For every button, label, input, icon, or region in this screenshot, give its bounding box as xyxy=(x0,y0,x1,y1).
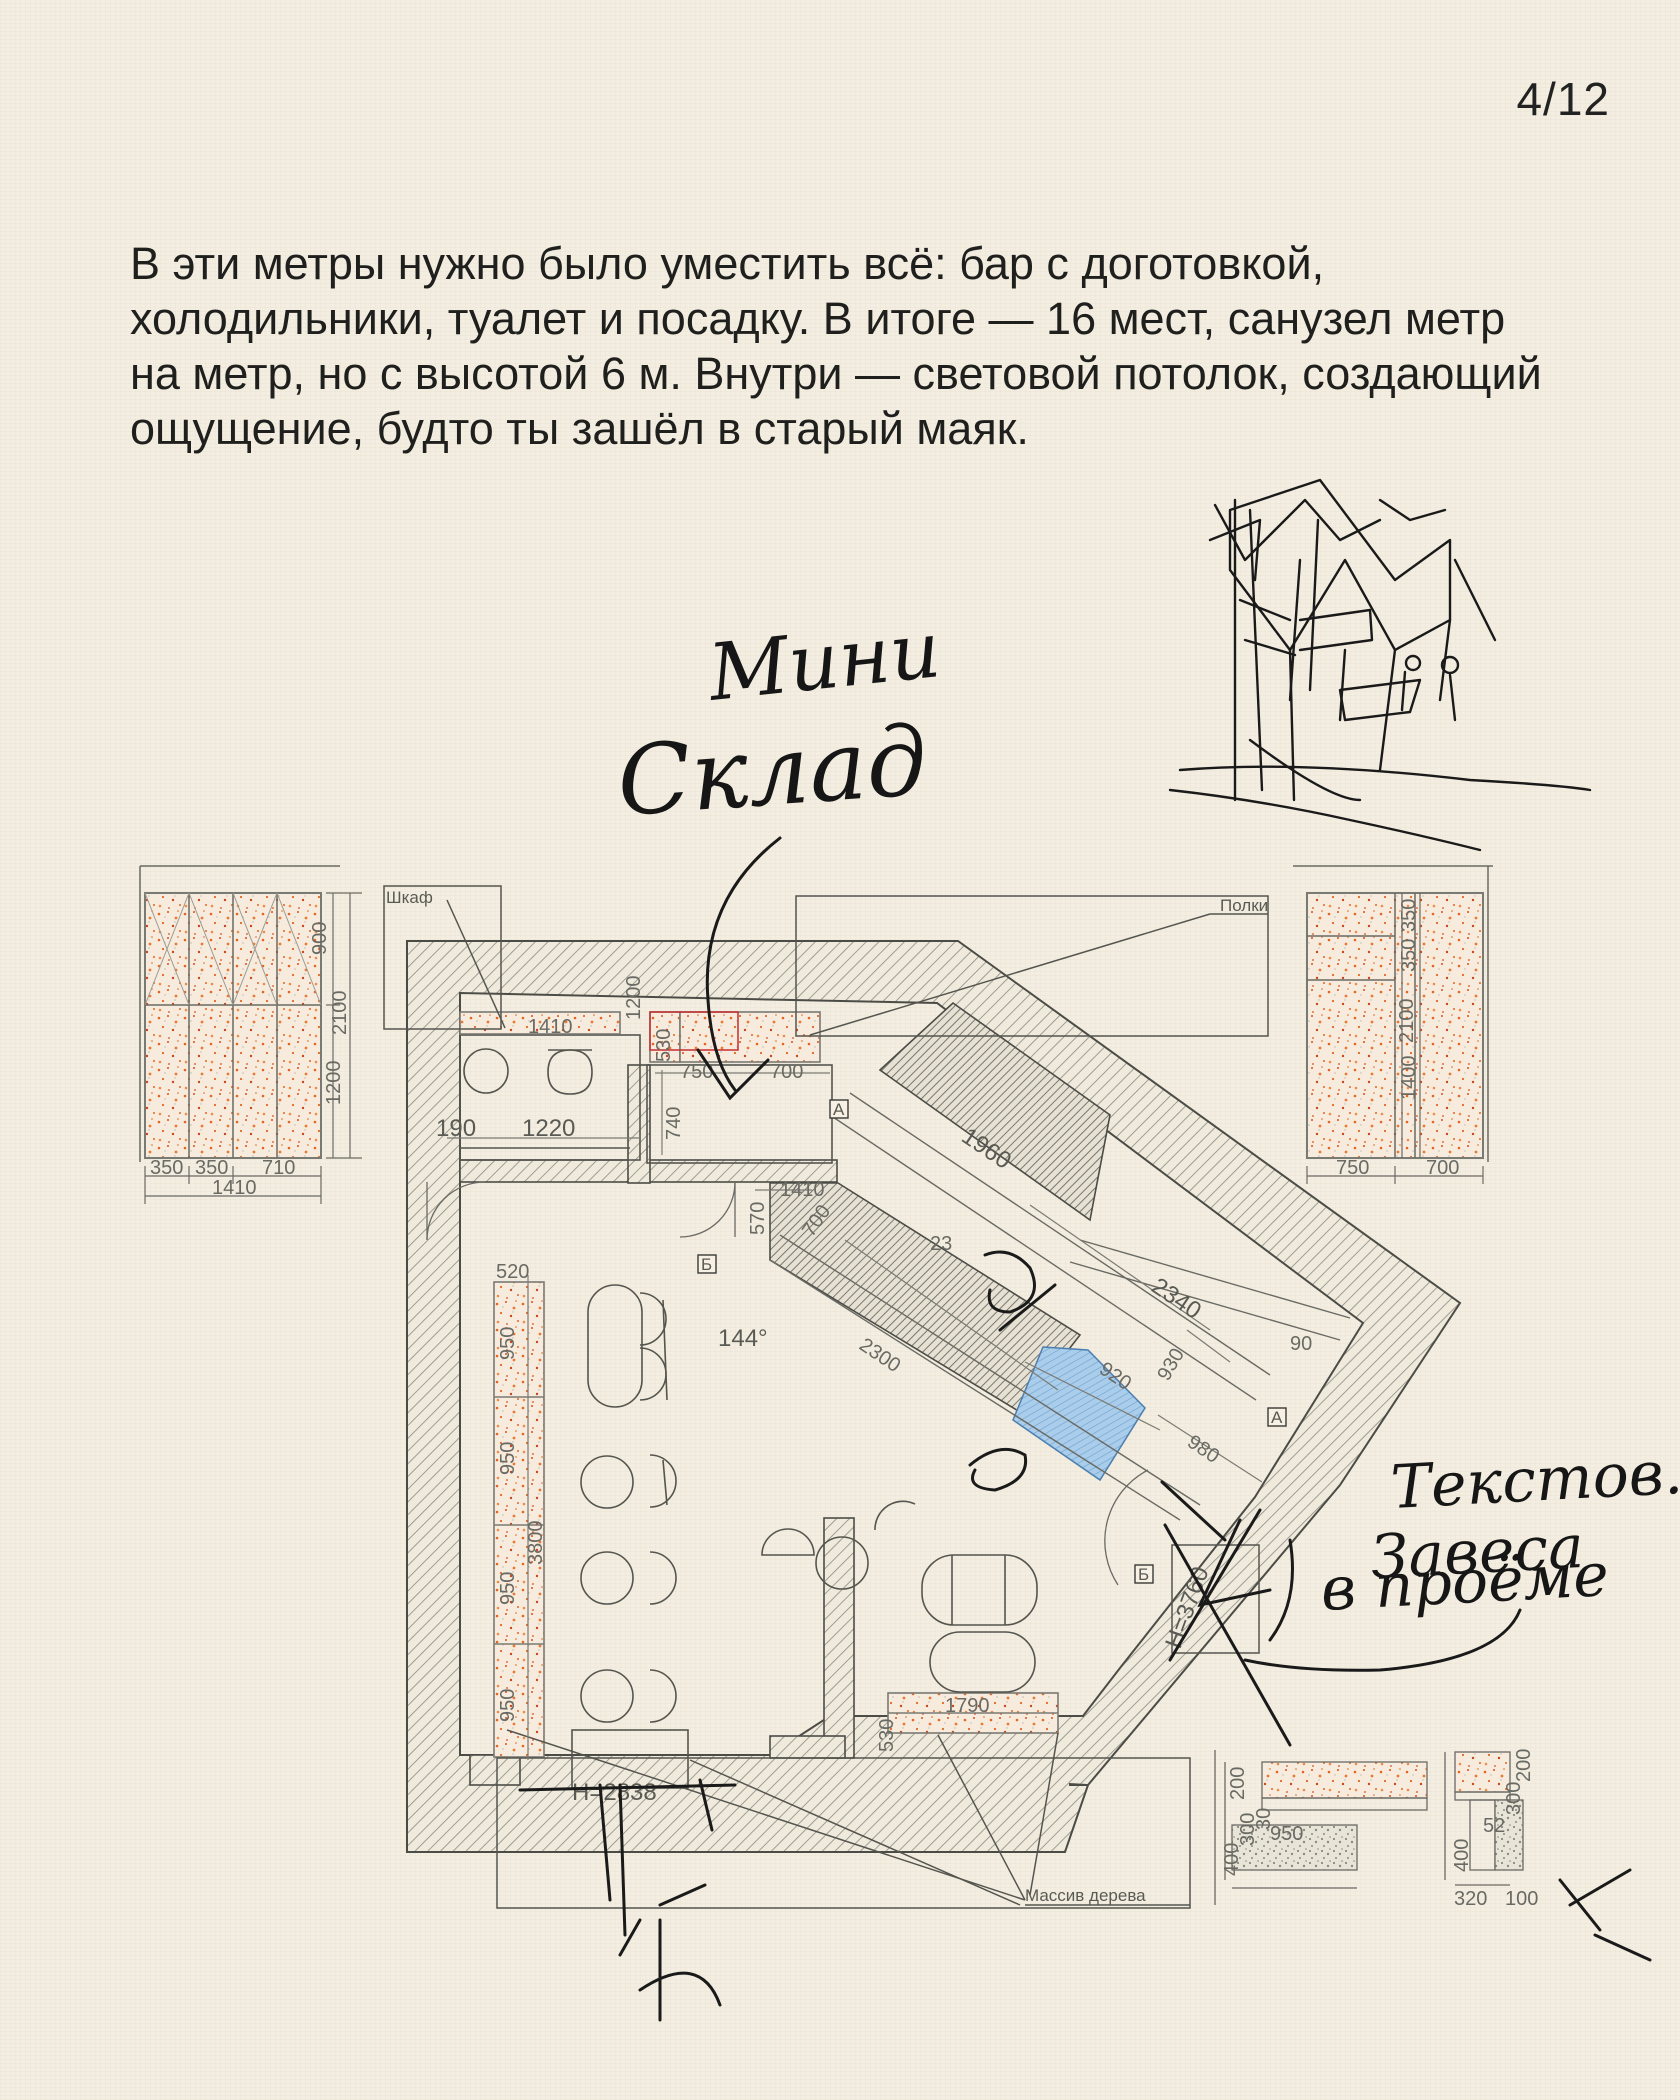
dim-left-350-a: 350 xyxy=(150,1157,183,1179)
seating-left xyxy=(580,1284,677,1723)
section-b-300: 300 xyxy=(1503,1782,1525,1815)
callouts xyxy=(383,885,1269,1909)
intro-paragraph: В эти метры нужно было уместить всё: бар… xyxy=(130,238,1542,454)
note-textile: Текстов. xyxy=(1389,1438,1680,1523)
cabinet-label: Шкаф xyxy=(386,888,433,907)
section-b-320: 320 xyxy=(1454,1888,1487,1910)
section-marker-labels: А Б Б А xyxy=(701,1100,1283,1584)
dim-left-1410: 1410 xyxy=(212,1177,257,1199)
dim-980: 980 xyxy=(1183,1431,1223,1468)
section-b-52: 52 xyxy=(1483,1815,1505,1837)
dim-right-750: 750 xyxy=(1336,1157,1369,1179)
dim-1410-corridor: 1410 xyxy=(780,1179,825,1201)
marker-b-left: Б xyxy=(701,1255,712,1274)
dim-1220: 1220 xyxy=(522,1115,575,1142)
height-left-label: H=2838 xyxy=(572,1779,657,1806)
marker-a-right: А xyxy=(1271,1408,1283,1427)
pencil-sketch-lighthouse xyxy=(1168,478,1592,852)
section-b-100: 100 xyxy=(1505,1888,1538,1910)
dim-740: 740 xyxy=(663,1107,685,1140)
dim-530-top: 530 xyxy=(653,1029,675,1062)
note-sklad: Склад xyxy=(614,705,931,838)
note-in-opening: в проёме xyxy=(1319,1540,1610,1625)
elevation-left xyxy=(139,865,362,1204)
dim-right-350-a: 350 xyxy=(1398,899,1420,932)
plan-walls xyxy=(406,940,1462,1853)
dim-right-700: 700 xyxy=(1426,1157,1459,1179)
seating-center xyxy=(761,1500,1038,1693)
handwritten-arrow-storage xyxy=(696,836,782,1101)
dim-left-710: 710 xyxy=(262,1157,295,1179)
dim-700: 700 xyxy=(770,1061,803,1083)
dim-90: 90 xyxy=(1290,1333,1312,1355)
dim-750: 750 xyxy=(680,1061,713,1083)
dim-23: 23 xyxy=(930,1233,952,1255)
handwritten-note-storage: Мини Склад xyxy=(614,605,945,838)
dim-190: 190 xyxy=(436,1115,476,1142)
dim-570: 570 xyxy=(747,1202,769,1235)
dim-left-900: 900 xyxy=(309,922,331,955)
section-a-30: 30 xyxy=(1253,1808,1275,1830)
dim-left-350-b: 350 xyxy=(195,1157,228,1179)
dim-2340: 2340 xyxy=(1147,1273,1206,1325)
dim-930: 930 xyxy=(1153,1345,1189,1385)
solid-wood-label: Массив дерева xyxy=(1025,1886,1146,1905)
dim-530-bottom: 530 xyxy=(876,1719,898,1752)
section-a-950: 950 xyxy=(1270,1823,1303,1845)
dim-3800: 3800 xyxy=(525,1521,547,1566)
dim-1790: 1790 xyxy=(945,1695,990,1717)
section-markers xyxy=(697,1099,1287,1584)
section-a-400: 400 xyxy=(1221,1843,1243,1876)
pencil-annotation-marks xyxy=(518,1250,1652,2022)
page-number: 4/12 xyxy=(1516,73,1610,125)
handwritten-note-curtain: Текстов. Завеса в проёме xyxy=(1319,1438,1680,1625)
section-a-300: 300 xyxy=(1237,1813,1259,1846)
dim-1410-top: 1410 xyxy=(528,1016,573,1038)
note-curtain: Завеса xyxy=(1369,1512,1585,1593)
dim-520: 520 xyxy=(496,1261,529,1283)
dim-950-c: 950 xyxy=(497,1572,519,1605)
dim-left-2100: 2100 xyxy=(329,991,351,1036)
elevation-right-dimensions: 350 350 2100 1400 750 700 xyxy=(1336,899,1459,1179)
dim-950-a: 950 xyxy=(497,1327,519,1360)
section-b-200: 200 xyxy=(1513,1749,1535,1782)
doors xyxy=(426,1181,1149,1586)
shelves-label: Полки xyxy=(1220,896,1268,915)
section-a-200: 200 xyxy=(1227,1767,1249,1800)
dim-950-b: 950 xyxy=(497,1442,519,1475)
dim-950-d: 950 xyxy=(497,1689,519,1722)
marker-a-top: А xyxy=(833,1100,845,1119)
dim-right-2100: 2100 xyxy=(1396,999,1418,1044)
marker-b-right: Б xyxy=(1138,1565,1149,1584)
bathroom-fixtures xyxy=(463,1048,593,1095)
dim-1200-top: 1200 xyxy=(623,976,645,1021)
section-detail-b xyxy=(1444,1751,1524,1886)
plan-dimension-lines xyxy=(447,1070,1263,1760)
section-detail-b-dimensions: 200 300 52 400 320 100 xyxy=(1451,1749,1538,1910)
note-mini: Мини xyxy=(703,605,945,719)
elevation-left-dimensions: 900 2100 1200 350 350 710 1410 xyxy=(150,922,351,1199)
dim-left-1200: 1200 xyxy=(323,1061,345,1106)
section-detail-a xyxy=(1214,1750,1428,1905)
dim-right-350-b: 350 xyxy=(1398,939,1420,972)
section-b-400: 400 xyxy=(1451,1839,1473,1872)
angle-label: 144° xyxy=(718,1325,768,1352)
elevation-right xyxy=(1293,865,1493,1184)
dim-right-1400: 1400 xyxy=(1398,1056,1420,1101)
section-detail-a-dimensions: 200 300 30 400 950 xyxy=(1221,1767,1303,1876)
